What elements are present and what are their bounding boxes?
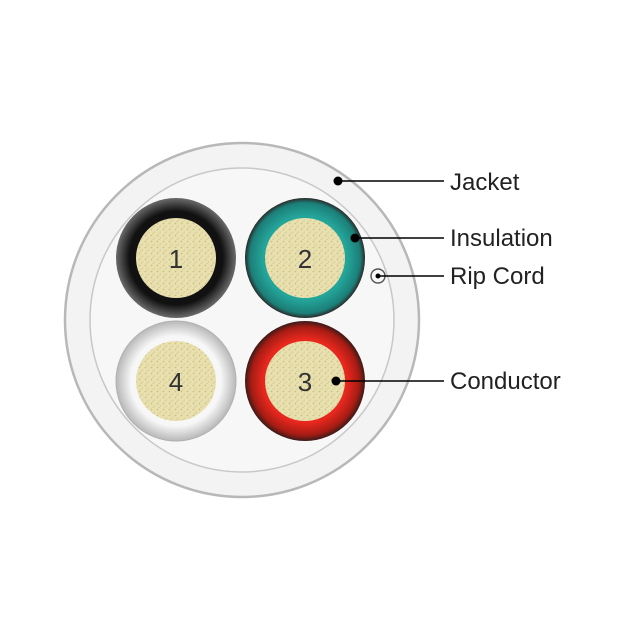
insulation-leader-dot (350, 233, 360, 243)
jacket-label: Jacket (450, 169, 520, 196)
wire-1-number: 1 (169, 244, 183, 274)
jacket-inner (89, 167, 395, 473)
wire-1-conductor (136, 218, 216, 298)
wire-2: 2 (245, 198, 365, 318)
wire-2-conductor (265, 218, 345, 298)
wire-1: 1 (116, 198, 236, 318)
rip-cord-leader-dot (375, 273, 381, 279)
wire-4: 4 (115, 320, 237, 442)
wire-4-conductor (136, 341, 216, 421)
wire-3: 3 (245, 321, 365, 441)
wire-3-conductor (265, 341, 345, 421)
wire-4-number: 4 (169, 367, 183, 397)
wire-2-number: 2 (298, 244, 312, 274)
rip-cord-label: Rip Cord (450, 263, 545, 290)
conductor-label: Conductor (450, 368, 561, 395)
wire-3-number: 3 (298, 367, 312, 397)
jacket-leader-dot (333, 176, 343, 186)
conductor-leader-dot (331, 376, 341, 386)
insulation-label: Insulation (450, 225, 553, 252)
